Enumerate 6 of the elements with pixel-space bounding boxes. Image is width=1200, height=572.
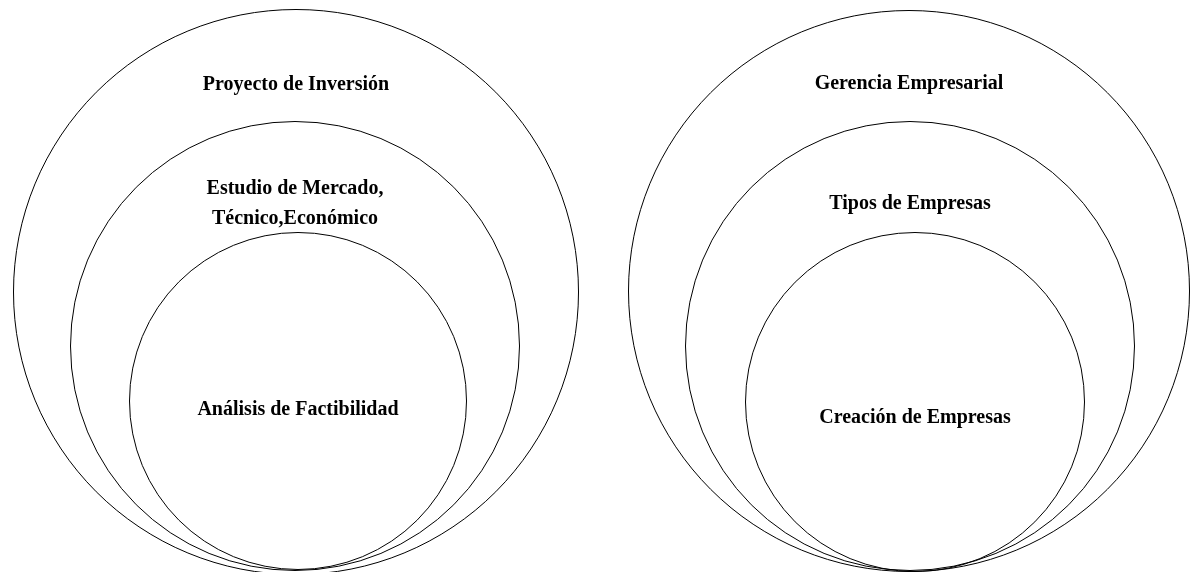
circle-label: Proyecto de Inversión bbox=[201, 71, 391, 97]
circle-label: Gerencia Empresarial bbox=[813, 70, 1005, 96]
circle-label: Estudio de Mercado, Técnico,Económico bbox=[205, 175, 385, 230]
circle-label: Tipos de Empresas bbox=[828, 190, 992, 216]
circle-label: Análisis de Factibilidad bbox=[196, 396, 400, 421]
circle-label: Creación de Empresas bbox=[818, 404, 1012, 430]
